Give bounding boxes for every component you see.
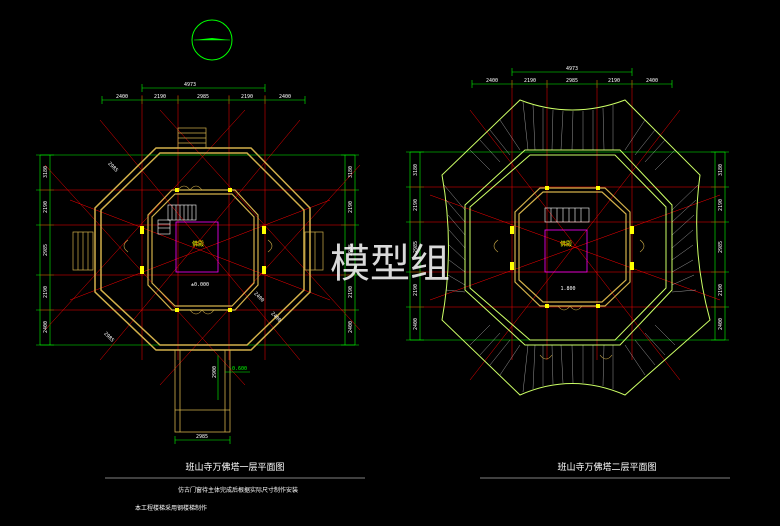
plan1-right-stair bbox=[304, 231, 324, 271]
plan1-outer-walls bbox=[94, 147, 311, 351]
plan1-level-label: -0.600 bbox=[229, 366, 247, 372]
plan2-top-dim: 2400 bbox=[486, 78, 498, 84]
plan1-right-dim: 2985 bbox=[348, 244, 354, 256]
plan1-inner-room bbox=[175, 221, 219, 273]
plan2-top-dim: 2400 bbox=[646, 78, 658, 84]
plan1-entry-ramp bbox=[174, 349, 231, 433]
plan2-labels: 4973 2400 2190 2985 2190 2400 3180 2190 … bbox=[413, 66, 730, 479]
plan1-title: 班山寺万佛塔一层平面图 bbox=[185, 461, 284, 473]
plan2-left-dim: 3180 bbox=[413, 164, 419, 176]
plan1-left-dim: 2190 bbox=[43, 286, 49, 298]
watermark-text: 模型组 bbox=[330, 241, 450, 287]
first-floor-plan bbox=[36, 84, 361, 444]
plan1-top-total-dim: 4973 bbox=[184, 82, 196, 88]
plan2-top-dim: 2190 bbox=[524, 78, 536, 84]
plan1-inner-walls bbox=[147, 189, 259, 311]
plan2-left-dim: 2190 bbox=[413, 199, 419, 211]
plan1-right-dim: 2400 bbox=[348, 321, 354, 333]
plan1-left-dim: 2985 bbox=[43, 244, 49, 256]
plan1-bottom-dim: 2985 bbox=[196, 434, 208, 440]
plan2-roof-tiles bbox=[443, 101, 699, 393]
plan1-top-dim: 2985 bbox=[197, 94, 209, 100]
plan1-left-dim: 2190 bbox=[43, 201, 49, 213]
plan1-right-dim: 2190 bbox=[348, 201, 354, 213]
note-1: 仿古门窗待主体完成后根据实际尺寸制作安装 bbox=[178, 486, 298, 494]
plan1-labels: 4973 2400 2190 2985 2190 2400 3180 2190 … bbox=[43, 82, 365, 479]
second-floor-plan bbox=[406, 68, 729, 396]
plan1-room-label: 佛殿 bbox=[192, 240, 204, 248]
plan2-top-total-dim: 4973 bbox=[566, 66, 578, 72]
plan1-top-dim: 2400 bbox=[279, 94, 291, 100]
plan2-right-dim: 2190 bbox=[718, 199, 724, 211]
plan2-top-dim: 2985 bbox=[566, 78, 578, 84]
plan1-inner-dim-label: ±0.000 bbox=[191, 282, 209, 288]
note-2: 本工程楼梯采用钢楼梯制作 bbox=[135, 504, 207, 512]
plan1-top-stair bbox=[177, 127, 207, 149]
plan1-left-stair bbox=[72, 231, 94, 271]
plan2-title: 班山寺万佛塔二层平面图 bbox=[557, 461, 656, 473]
plan2-right-dim: 2985 bbox=[718, 241, 724, 253]
plan1-window-symbols bbox=[123, 185, 273, 315]
plan1-left-dim: 3180 bbox=[43, 166, 49, 178]
plan2-left-dim: 2400 bbox=[413, 318, 419, 330]
plan2-columns bbox=[510, 186, 634, 308]
plan1-top-dim: 2400 bbox=[116, 94, 128, 100]
plan2-inner-room bbox=[544, 229, 588, 273]
plan2-window-symbols bbox=[493, 239, 645, 360]
plan1-columns bbox=[140, 188, 266, 312]
plan1-top-dim: 2190 bbox=[154, 94, 166, 100]
plan2-top-dim: 2190 bbox=[608, 78, 620, 84]
plan2-inner-stair bbox=[544, 207, 590, 223]
plan1-top-dim: 2190 bbox=[241, 94, 253, 100]
plan2-inner-dim-label: 1.800 bbox=[560, 286, 575, 292]
plan2-left-dim: 2985 bbox=[413, 241, 419, 253]
plan2-inner-walls bbox=[514, 187, 631, 307]
plan1-right-dim: 2190 bbox=[348, 286, 354, 298]
plan1-left-dim: 2400 bbox=[43, 321, 49, 333]
plan2-right-dim: 3180 bbox=[718, 164, 724, 176]
plan1-right-dim: 3180 bbox=[348, 166, 354, 178]
north-arrow-icon bbox=[191, 19, 233, 61]
plan2-right-dim: 2400 bbox=[718, 318, 724, 330]
plan1-inner-stair bbox=[157, 204, 197, 235]
plan2-right-dim: 2190 bbox=[718, 284, 724, 296]
plan2-room-label: 佛殿 bbox=[560, 240, 572, 248]
plan2-roof-eaves bbox=[441, 99, 711, 396]
plan1-stair-dim: 2900 bbox=[212, 366, 218, 378]
plan2-left-dim: 2190 bbox=[413, 284, 419, 296]
